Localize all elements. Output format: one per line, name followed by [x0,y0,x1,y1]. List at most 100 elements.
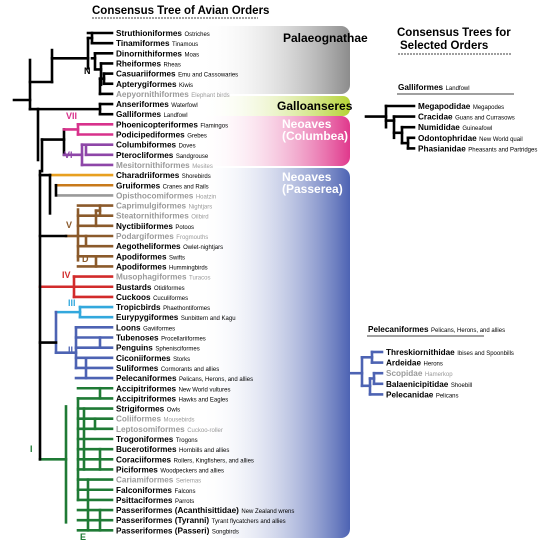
taxon-label: Apodiformes [116,252,167,261]
pelecaniformes-taxon: Ardeidae [386,359,421,368]
galliformes-common: Guineafowl [462,126,492,132]
galliformes-taxon: Megapodidae [418,102,471,111]
taxon-label: Suliformes [116,364,159,373]
pelecaniformes-tree-header-common: Pelicans, Herons, and allies [431,328,505,334]
passerea-band [200,168,350,538]
taxon-label: Penguins [116,344,153,353]
pelecaniformes-common: Herons [424,362,443,368]
galliformes-taxon: Cracidae [418,113,453,122]
taxon-label: Struthioniformes [116,29,182,38]
group-label-neoaves-passerea: Neoaves [282,170,332,184]
taxon-common-name: Mousebirds [164,418,195,424]
taxon-common-name: Pelicans, Herons, and allies [179,377,253,383]
taxon-label: Eurypygiformes [116,313,179,322]
figure-title: Consensus Tree of Avian Orders [92,5,269,17]
taxon-label: Coraciiformes [116,455,172,464]
taxon-common-name: Parrots [175,499,194,505]
galliformes-common: New World quail [479,137,523,143]
taxon-common-name: Procellariiformes [161,337,206,343]
taxon-label: Bustards [116,283,152,292]
pelecaniformes-common: Shoebill [451,383,472,389]
taxon-common-name: Kiwis [179,83,193,89]
taxon-label: Passeriformes (Acanthisittidae) [116,506,239,515]
taxon-label: Casuariiformes [116,70,176,79]
taxon-common-name: Nightjars [189,205,213,211]
taxon-label: Passeriformes (Tyranni) [116,516,209,525]
taxon-label: Nyctibiiformes [116,222,173,231]
galliformes-tree-header-common: Landfowl [446,86,470,92]
taxon-common-name: Sphenisciformes [155,347,199,353]
taxon-label: Mesitornithiformes [116,161,190,170]
clade-label-iii: III [68,298,76,308]
taxon-labels: Consensus Tree of Avian OrdersConsensus … [30,5,537,542]
side-title-line2: Selected Orders [400,40,488,52]
group-label-columbea: (Columbea) [282,129,348,143]
taxon-common-name: Cuculiformes [153,296,188,302]
taxon-label: Piciformes [116,465,158,474]
columbea-band [200,116,350,166]
taxon-label: Leptosomiformes [116,425,185,434]
galliformes-taxon: Numididae [418,123,460,132]
taxon-label: Trogoniformes [116,435,174,444]
galliformes-taxon: Odontophridae [418,134,477,143]
taxon-label: Accipitriformes [116,394,177,403]
taxon-common-name: Tinamous [172,42,198,48]
taxon-label: Phoenicopteriformes [116,120,198,129]
taxon-common-name: Frogmouths [176,235,208,241]
galloanseres-band [200,96,350,116]
taxon-common-name: Potoos [175,225,194,231]
taxon-label: Cuckoos [116,293,151,302]
group-bands [200,26,350,538]
taxon-label: Podargiformes [116,232,174,241]
pelecaniformes-common: Pelicans [436,393,459,399]
taxon-common-name: Cormorants and allies [161,367,219,373]
taxon-label: Musophagiformes [116,273,187,282]
taxon-common-name: Owlet-nightjars [183,245,223,251]
taxon-common-name: Landfowl [164,113,188,119]
taxon-label: Tropicbirds [116,303,161,312]
taxon-label: Bucerotiformes [116,445,177,454]
taxon-label: Loons [116,323,141,332]
galliformes-taxon: Phasianidae [418,144,466,153]
taxon-label: Apodiformes [116,262,167,271]
taxon-common-name: Rollers, Kingfishers, and allies [174,458,254,464]
taxon-common-name: Tyrant flycatchers and allies [212,519,286,525]
taxon-common-name: New Zealand wrens [241,509,294,515]
taxon-label: Steatornithiformes [116,212,189,221]
taxon-common-name: Mesites [192,164,213,170]
taxon-common-name: Sunbittern and Kagu [181,316,236,322]
side-title-line1: Consensus Trees for [397,27,511,39]
group-label-galloanseres: Galloanseres [277,99,353,113]
taxon-label: Aepyornithiformes [116,90,189,99]
taxon-label: Cariamiformes [116,476,174,485]
taxon-common-name: Swifts [169,255,185,261]
taxon-common-name: Falcons [174,489,195,495]
pelecaniformes-taxon: Scopidae [386,369,423,378]
clade-label-v: V [66,220,72,230]
clade-label-i: I [30,444,33,454]
taxon-common-name: Doves [179,144,196,150]
taxon-label: Aegotheliformes [116,242,181,251]
taxon-common-name: Turacos [189,276,210,282]
group-label-neoaves-columbea: Neoaves [282,117,332,131]
taxon-label: Apterygiformes [116,80,177,89]
taxon-label: Anseriformes [116,100,169,109]
galliformes-tree-header: Galliformes [398,83,443,92]
clade-label-d: D [82,254,89,264]
palaeognathae-band [200,26,350,94]
clade-label-ii: II [68,345,73,355]
taxon-common-name: New World vultures [179,387,231,393]
taxon-common-name: Rheas [164,62,181,68]
galliformes-common: Megapodes [473,105,504,111]
taxon-common-name: Emu and Cassowaries [178,73,238,79]
clade-label-n: N [84,66,91,76]
taxon-common-name: Trogons [176,438,198,444]
taxon-label: Opisthocomiformes [116,191,194,200]
clade-label-e: E [80,532,86,542]
taxon-common-name: Hummingbirds [169,265,208,271]
taxon-common-name: Otidiformes [154,286,185,292]
clade-label-vi: VI [64,150,73,160]
taxon-label: Tubenoses [116,334,159,343]
pelecaniformes-taxon: Threskiornithidae [386,348,455,357]
